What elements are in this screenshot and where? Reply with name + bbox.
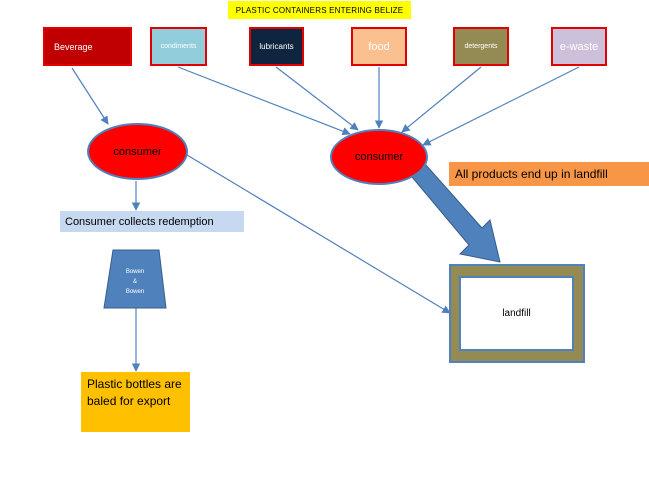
- category-food: food: [351, 27, 407, 66]
- arrow-detergents-to-consumer: [401, 66, 482, 133]
- processor-label: Bowen & Bowen: [104, 264, 166, 308]
- category-beverage: Beverage: [43, 27, 132, 66]
- export-note: Plastic bottles are baled for export: [81, 372, 190, 432]
- redemption-note: Consumer collects redemption: [60, 211, 244, 232]
- processor-shape: [103, 249, 167, 309]
- arrow-beverage-to-consumer: [71, 67, 109, 125]
- big-arrow-to-landfill: [411, 163, 501, 263]
- category-lubricants: lubricants: [249, 27, 304, 66]
- category-detergents: detergents: [453, 27, 509, 66]
- category-e-waste: e-waste: [551, 27, 607, 66]
- processor-line-1: Bowen: [125, 269, 145, 275]
- processor-line-3: Bowen: [125, 289, 145, 295]
- category-condiments: condiments: [150, 27, 207, 66]
- landfill-node: landfill: [459, 276, 574, 351]
- processor-line-2: &: [132, 279, 137, 285]
- arrow-lubricants-to-consumer: [275, 66, 359, 131]
- arrow-consumer-to-landfill: [186, 154, 451, 314]
- diagram-title: PLASTIC CONTAINERS ENTERING BELIZE: [228, 1, 411, 19]
- arrow-condiments-to-consumer: [177, 66, 351, 136]
- consumer-left-node: consumer: [87, 123, 188, 180]
- consumer-right-node: consumer: [330, 129, 428, 185]
- arrow-e-waste-to-consumer: [422, 66, 580, 146]
- landfill-note: All products end up in landfill: [449, 162, 649, 186]
